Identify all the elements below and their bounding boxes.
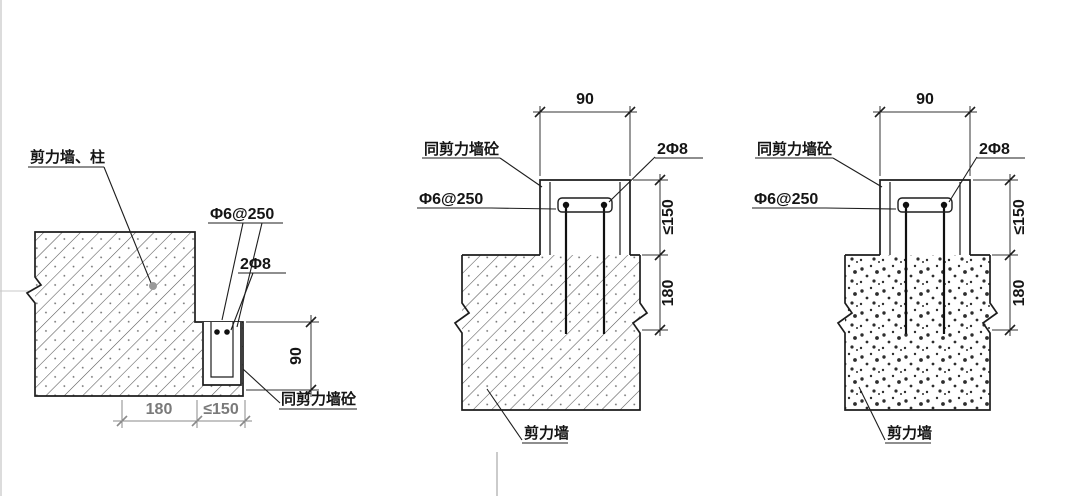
- detail-right: 90 ≤150 180 同剪力墙砼 Φ6@250 2Φ8 剪力墙: [752, 91, 1028, 444]
- leader-line: [103, 166, 152, 284]
- dimension-tick: [654, 249, 666, 261]
- leader-line: [858, 386, 886, 441]
- label-shear-wall-column: 剪力墙、柱: [30, 148, 105, 166]
- cast-stub: [879, 179, 971, 255]
- dimension-tick: [654, 324, 666, 336]
- wall-outline: [453, 254, 649, 411]
- label-tie-spacing: Φ6@250: [754, 191, 818, 208]
- dimension-tick: [116, 415, 128, 427]
- channel-inner-wall: [210, 322, 234, 378]
- leader-line: [948, 156, 978, 203]
- dimension-top-90: 90: [533, 91, 637, 176]
- tie-stirrup: [897, 197, 953, 213]
- dowel-bar-section: [600, 201, 608, 209]
- leader-line: [236, 222, 263, 328]
- page-artifacts: [0, 0, 498, 496]
- dimension-text-180: 180: [146, 401, 173, 418]
- hatch-fill-wall: [35, 232, 195, 396]
- dimension-text-90: 90: [576, 91, 594, 108]
- dimension-tick: [874, 106, 886, 118]
- label-dowels: 2Φ8: [657, 141, 688, 158]
- label-shear-wall: 剪力墙: [887, 424, 932, 442]
- channel-void: [202, 322, 242, 385]
- left-annotations: 剪力墙、柱 Φ6@250 2Φ8 同剪力墙砼: [28, 148, 357, 410]
- dowel-bar-section: [902, 201, 910, 209]
- dowel-bar-section: [224, 329, 230, 335]
- dowel-bar-section: [214, 329, 220, 335]
- right-annotations: 同剪力墙砼 Φ6@250 2Φ8 剪力墙: [752, 140, 1025, 444]
- wall-outline: [25, 231, 244, 397]
- dimension-tick: [239, 415, 251, 427]
- leader-dot: [149, 282, 157, 290]
- leader-line: [490, 207, 557, 210]
- dimension-tick: [1004, 324, 1016, 336]
- dimension-bottom-widths: 180 ≤150: [113, 400, 252, 428]
- dimension-tick: [1004, 174, 1016, 186]
- leader-line: [486, 388, 523, 441]
- dowel-bar-section: [940, 201, 948, 209]
- label-concrete-note: 同剪力墙砼: [281, 390, 357, 408]
- wall-outline: [836, 254, 999, 411]
- stipple-fill-wall: [845, 255, 990, 410]
- hatch-fill-wall: [462, 255, 640, 410]
- leader-line: [608, 156, 656, 203]
- dimension-text-le150: ≤150: [660, 199, 677, 235]
- leader-line: [499, 157, 543, 188]
- dimension-right-heights: ≤150 180: [973, 174, 1028, 336]
- dimension-tick: [305, 316, 317, 328]
- dimension-tick: [654, 174, 666, 186]
- rebar-assembly: [557, 197, 613, 334]
- dimension-tick: [191, 415, 203, 427]
- dimension-text-180: 180: [660, 280, 677, 307]
- dimension-text-90: 90: [288, 347, 305, 365]
- channel-outer-wall: [202, 322, 242, 386]
- cast-stub: [539, 179, 631, 255]
- dimension-depth-90: 90: [246, 315, 319, 397]
- middle-annotations: 同剪力墙砼 Φ6@250 2Φ8 剪力墙: [417, 140, 703, 444]
- label-dowels: 2Φ8: [979, 141, 1010, 158]
- stub-outline: [539, 179, 631, 255]
- dimension-text-le150: ≤150: [1011, 199, 1028, 235]
- dimension-right-heights: ≤150 180: [633, 174, 677, 336]
- dimension-tick: [624, 106, 636, 118]
- leader-line: [825, 207, 897, 210]
- detail-middle: 90 ≤150 180 同剪力墙砼 Φ6@250 2Φ8 剪力墙: [417, 91, 703, 444]
- label-tie-spacing: Φ6@250: [210, 206, 274, 223]
- dimension-tick: [1004, 249, 1016, 261]
- dimension-tick: [534, 106, 546, 118]
- tie-stirrup: [557, 197, 613, 213]
- dimension-top-90: 90: [873, 91, 977, 176]
- stub-outline: [879, 179, 971, 255]
- label-concrete-note: 同剪力墙砼: [757, 140, 833, 158]
- leader-line: [242, 368, 281, 404]
- label-dowels: 2Φ8: [240, 256, 271, 273]
- dowel-bar-section: [562, 201, 570, 209]
- dimension-text-90: 90: [916, 91, 934, 108]
- label-shear-wall: 剪力墙: [524, 424, 569, 442]
- concrete-wall-column: [25, 231, 244, 397]
- concrete-wall: [453, 254, 649, 411]
- leader-line: [230, 272, 254, 331]
- dimension-tick: [305, 384, 317, 396]
- dimension-text-180: 180: [1011, 280, 1028, 307]
- leader-line: [832, 157, 883, 188]
- dimension-text-le150: ≤150: [203, 401, 239, 418]
- detail-left: 90 180 ≤150 剪力墙、柱 Φ6@250 2Φ8 同剪力墙砼: [25, 148, 357, 428]
- leader-line: [221, 222, 244, 321]
- label-tie-spacing: Φ6@250: [419, 191, 483, 208]
- label-concrete-note: 同剪力墙砼: [424, 140, 500, 158]
- cast-channel: [202, 322, 242, 386]
- concrete-wall: [836, 254, 999, 411]
- rebar-assembly: [897, 197, 953, 334]
- dimension-tick: [964, 106, 976, 118]
